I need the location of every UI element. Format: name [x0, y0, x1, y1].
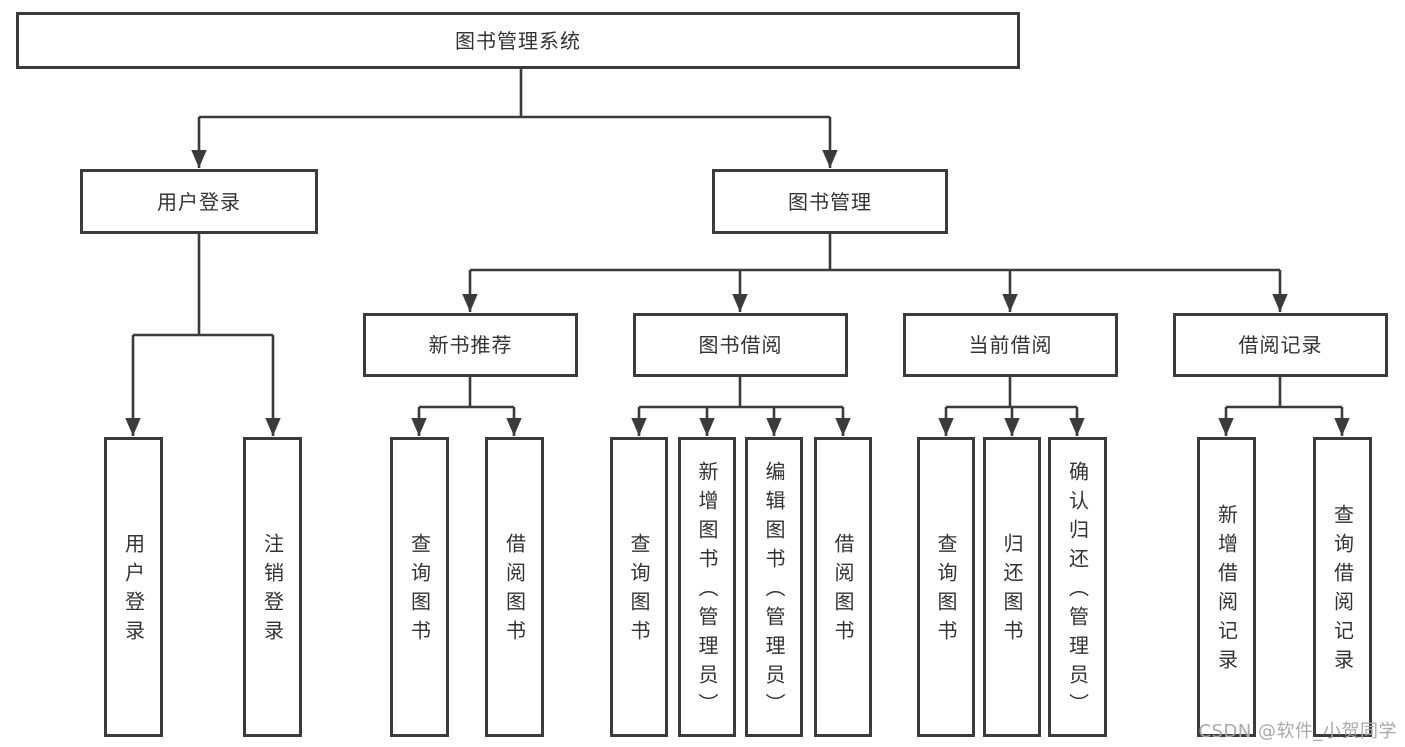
node-leaf-query-borrow-record: 查询借阅记录 — [1313, 437, 1372, 737]
csdn-watermark: CSDN @软件_小贺同学 — [1198, 721, 1397, 742]
node-leaf-confirm-return-admin: 确认归还（管理员） — [1048, 437, 1107, 737]
node-book-management: 图书管理 — [712, 169, 948, 234]
node-new-book-recommend: 新书推荐 — [363, 313, 578, 377]
node-book-borrow: 图书借阅 — [633, 313, 848, 377]
node-leaf-user-login: 用户登录 — [104, 437, 163, 737]
node-leaf-add-book-admin: 新增图书（管理员） — [678, 437, 736, 737]
node-current-borrow: 当前借阅 — [903, 313, 1118, 377]
node-leaf-borrow-books-recommend: 借阅图书 — [485, 437, 544, 737]
node-root: 图书管理系统 — [16, 12, 1020, 69]
node-borrow-records: 借阅记录 — [1173, 313, 1388, 377]
node-user-login: 用户登录 — [80, 169, 318, 234]
node-leaf-borrow-books: 借阅图书 — [814, 437, 872, 737]
node-leaf-add-borrow-record: 新增借阅记录 — [1197, 437, 1256, 737]
node-leaf-query-books-current: 查询图书 — [917, 437, 975, 737]
node-leaf-query-books-recommend: 查询图书 — [390, 437, 449, 737]
node-leaf-logout: 注销登录 — [243, 437, 302, 737]
node-leaf-edit-book-admin: 编辑图书（管理员） — [745, 437, 803, 737]
node-leaf-return-book: 归还图书 — [983, 437, 1041, 737]
node-leaf-query-books-borrow: 查询图书 — [610, 437, 668, 737]
